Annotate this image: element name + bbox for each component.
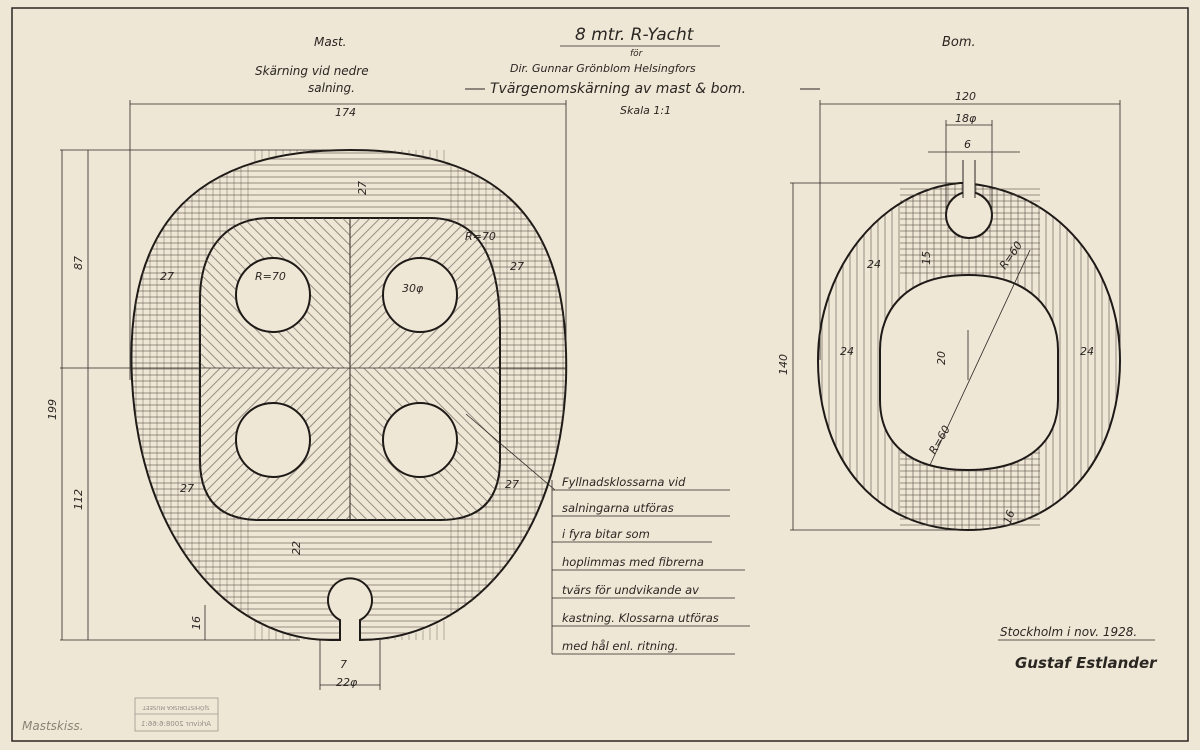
sheet-border xyxy=(11,7,1189,742)
title-scale: Skala 1:1 xyxy=(620,104,671,117)
note-block xyxy=(465,413,750,655)
boom-dim-lower-block: 16 xyxy=(1001,508,1018,526)
place-date: Stockholm i nov. 1928. xyxy=(1000,625,1137,639)
mast-dim-wall-right-lower: 27 xyxy=(505,478,519,491)
boom-dim-wall-right: 24 xyxy=(1080,345,1094,358)
mast-dim-top-wall: 27 xyxy=(356,181,369,195)
mast-dim-groove: 22φ xyxy=(336,676,358,689)
title-client: Dir. Gunnar Grönblom Helsingfors xyxy=(510,62,696,75)
boom-dim-slot: 6 xyxy=(964,138,971,151)
mast-dim-upper-height: 87 xyxy=(72,256,85,270)
mast-heading: Mast. xyxy=(314,35,346,49)
mast-dim-slot: 7 xyxy=(340,658,347,671)
note-line: i fyra bitar som xyxy=(562,527,650,541)
stamp-line2: Arkivnr 2008:6:66:1 xyxy=(141,720,211,728)
drawing-stroke xyxy=(879,273,1059,472)
signature: Gustaf Estlander xyxy=(1015,654,1158,672)
note-line: tvärs för undvikande av xyxy=(562,583,699,597)
note-line: Fyllnadsklossarna vid xyxy=(562,475,686,489)
boom-dim-width: 120 xyxy=(955,90,976,103)
title-for: för xyxy=(630,49,644,59)
boom-heading: Bom. xyxy=(942,35,976,50)
drawing-stroke xyxy=(963,160,975,200)
mast-section-line2: salning. xyxy=(308,81,355,95)
boom-dim-wall-left: 24 xyxy=(840,345,854,358)
drawing-stroke xyxy=(235,257,311,333)
note-line: kastning. Klossarna utföras xyxy=(562,611,719,625)
mast-dim-hole: 30φ xyxy=(402,282,424,295)
boom-dim-core: 20 xyxy=(935,351,948,365)
title-subtitle: Tvärgenomskärning av mast & bom. xyxy=(490,81,746,97)
drawing-stroke xyxy=(382,257,458,333)
boom-dim-groove: 18φ xyxy=(955,112,977,125)
drawing-stroke xyxy=(134,697,219,732)
boom-section xyxy=(790,100,1122,532)
drawing-stroke xyxy=(465,413,556,491)
mast-dim-radius-left: R=70 xyxy=(255,270,286,283)
boom-dim-height: 140 xyxy=(777,354,790,375)
mast-dim-wall-left-upper: 27 xyxy=(160,270,174,283)
archive-stamp: SJÖHISTORISKA MUSEET Arkivnr 2008:6:66:1 xyxy=(134,697,219,732)
pencil-note: Mastskiss. xyxy=(22,719,84,733)
mast-section xyxy=(60,100,568,690)
drawing-stroke xyxy=(235,402,311,478)
mast-dim-lower-height: 112 xyxy=(72,489,85,510)
mast-section-line1: Skärning vid nedre xyxy=(255,64,369,78)
boom-dim-upper-block: 15 xyxy=(920,251,933,265)
mast-dim-lower-block: 22 xyxy=(290,541,303,555)
mast-dim-total-height: 199 xyxy=(46,399,59,420)
drawing-stroke xyxy=(382,402,458,478)
mast-dim-radius-right: R=70 xyxy=(465,230,496,243)
mast-dim-width: 174 xyxy=(335,106,356,119)
note-line: hoplimmas med fibrerna xyxy=(562,555,704,569)
drawing-stroke xyxy=(929,249,1031,466)
mast-dim-wall-right-upper: 27 xyxy=(510,260,524,273)
mast-dim-bottom: 16 xyxy=(190,616,203,630)
boom-dim-wall-left-upper: 24 xyxy=(867,258,881,271)
note-line: salningarna utföras xyxy=(562,501,674,515)
stamp-line1: SJÖHISTORISKA MUSEET xyxy=(142,704,210,711)
title-main: 8 mtr. R-Yacht xyxy=(575,25,695,45)
mast-dim-wall-left-lower: 27 xyxy=(180,482,194,495)
note-line: med hål enl. ritning. xyxy=(562,639,678,653)
